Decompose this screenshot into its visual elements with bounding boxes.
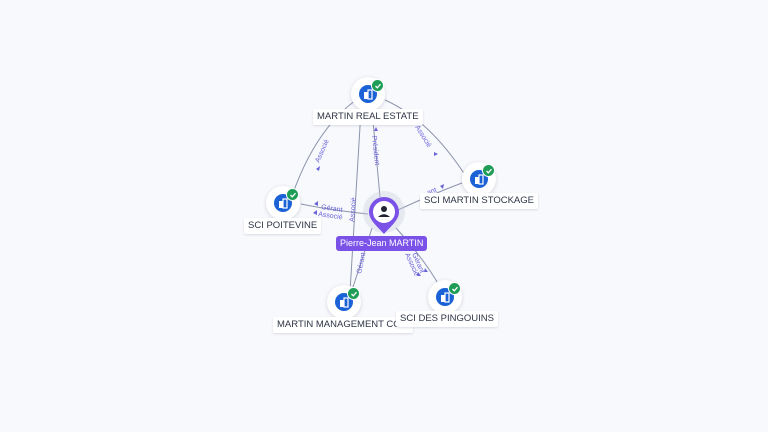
edge-label-poitevine-associe: Associé — [318, 211, 343, 221]
edge-label-management-associe: Associé — [349, 197, 358, 222]
company-node-real-estate[interactable] — [351, 77, 385, 111]
company-node-management[interactable] — [327, 285, 361, 319]
company-label-pingouins[interactable]: SCI DES PINGOUINS — [396, 311, 498, 327]
arrow-marker — [316, 166, 320, 171]
edge-real-estate-poitevine — [291, 99, 357, 197]
company-label-stockage[interactable]: SCI MARTIN STOCKAGE — [420, 193, 538, 209]
company-label-poitevine[interactable]: SCI POITEVINE — [244, 218, 322, 234]
verified-check-icon — [448, 282, 461, 295]
company-node-poitevine[interactable] — [266, 186, 300, 220]
person-icon — [369, 197, 399, 234]
arrow-marker — [424, 268, 428, 272]
edge-label-poitevine-gerant: Gérant — [321, 204, 343, 214]
edge-label-president: Président — [370, 135, 380, 165]
person-label[interactable]: Pierre-Jean MARTIN — [336, 236, 428, 251]
edge-label-real-estate-stockage: Associé — [413, 124, 432, 149]
verified-check-icon — [286, 188, 299, 201]
edge-real-estate-stockage — [384, 99, 468, 179]
arrow-marker — [417, 272, 421, 276]
edge-label-management-gerant: Gérant — [356, 252, 367, 274]
edge-label-stockage-partial: ant — [426, 187, 438, 197]
company-node-stockage[interactable] — [462, 162, 496, 196]
company-label-real-estate[interactable]: MARTIN REAL ESTATE — [313, 109, 423, 125]
verified-check-icon — [347, 287, 360, 300]
arrow-marker — [440, 184, 444, 189]
verified-check-icon — [371, 79, 384, 92]
arrow-marker — [314, 201, 318, 206]
edge-person-management — [351, 227, 373, 291]
arrow-marker — [313, 210, 317, 215]
arrow-marker — [434, 152, 438, 156]
edge-real-estate-management — [349, 109, 362, 293]
edge-person-poitevine — [300, 203, 369, 215]
company-node-pingouins[interactable] — [428, 280, 462, 314]
company-label-management[interactable]: MARTIN MANAGEMENT CO... — [273, 317, 413, 333]
arrow-marker — [374, 127, 378, 131]
verified-check-icon — [482, 164, 495, 177]
person-node[interactable] — [368, 196, 400, 236]
